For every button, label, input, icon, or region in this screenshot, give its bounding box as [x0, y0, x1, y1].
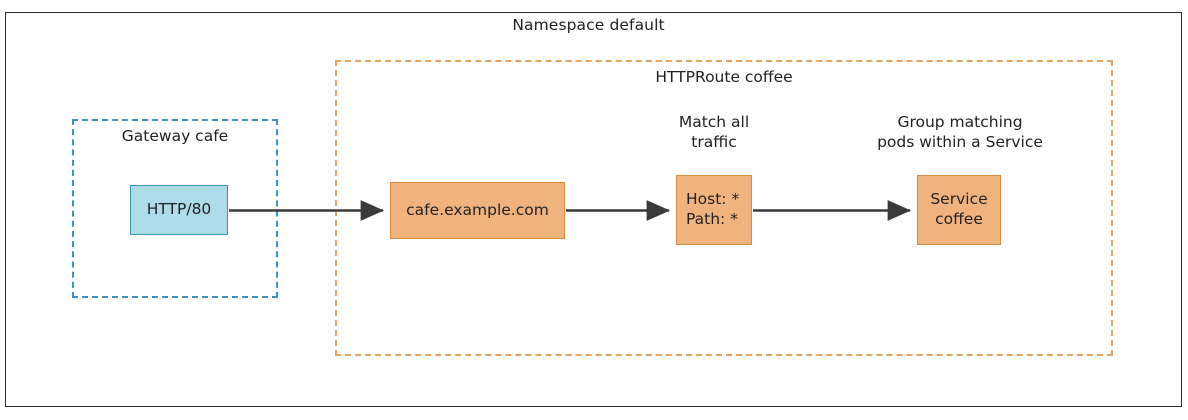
service-name-line: coffee — [935, 210, 983, 228]
node-listener-http80[interactable]: HTTP/80 — [130, 185, 228, 235]
annotation-service-line2: pods within a Service — [877, 133, 1043, 152]
service-kind-line: Service — [930, 190, 988, 209]
annotation-service-line1: Group matching — [897, 113, 1023, 131]
annotation-group-pods: Group matching pods within a Service — [874, 112, 1046, 152]
node-hostname[interactable]: cafe.example.com — [390, 182, 565, 239]
namespace-label: Namespace default — [512, 16, 665, 34]
node-listener-label: HTTP/80 — [146, 200, 212, 219]
annotation-match-all-traffic: Match all traffic — [654, 112, 774, 152]
node-service-coffee[interactable]: Service coffee — [917, 175, 1001, 245]
httproute-label: HTTPRoute coffee — [655, 68, 793, 86]
gateway-container — [72, 119, 278, 298]
httproute-container — [335, 60, 1113, 356]
node-hostname-label: cafe.example.com — [406, 200, 549, 219]
gateway-label: Gateway cafe — [121, 127, 229, 145]
annotation-match-line1: Match all — [678, 113, 750, 131]
match-host-line: Host: * — [686, 190, 740, 209]
match-path-line: Path: * — [686, 210, 738, 228]
node-match-rules[interactable]: Host: * Path: * — [676, 175, 752, 245]
annotation-match-line2: traffic — [691, 133, 737, 152]
